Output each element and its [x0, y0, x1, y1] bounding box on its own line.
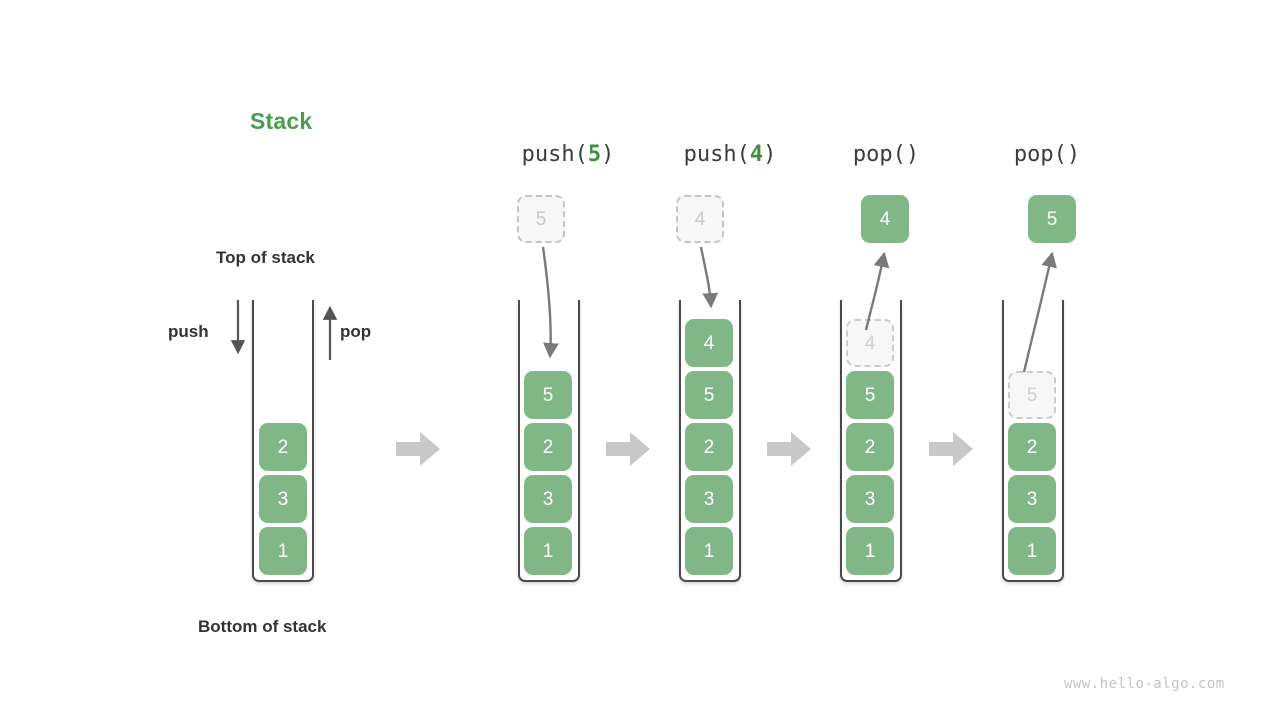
push-4-motion-arrow-icon — [699, 246, 719, 309]
top-of-stack-label: Top of stack — [216, 248, 315, 267]
operation-header-pop-2: pop() — [967, 142, 1127, 167]
stack-cell: 5 — [685, 371, 733, 419]
operation-header-push-5: push(5) — [488, 142, 648, 167]
stack-cell: 5 — [846, 371, 894, 419]
operation-name: pop( — [1013, 142, 1067, 167]
popped-element-4: 4 — [861, 195, 909, 243]
stack-cell: 3 — [685, 475, 733, 523]
operation-header-push-4: push(4) — [650, 142, 810, 167]
bottom-of-stack-label: Bottom of stack — [198, 617, 327, 636]
operation-name: push( — [683, 142, 750, 167]
stack-container-push-5 — [518, 300, 580, 582]
stack-cell: 4 — [685, 319, 733, 367]
stack-cell: 2 — [259, 423, 307, 471]
pop-label: pop — [340, 322, 372, 341]
operation-close-paren: ) — [601, 142, 615, 167]
operation-header-pop-1: pop() — [806, 142, 966, 167]
operation-close-paren: ) — [763, 142, 777, 167]
stack-container-push-4 — [679, 300, 741, 582]
stack-cell: 3 — [846, 475, 894, 523]
stack-container-pop-1 — [840, 300, 902, 582]
flow-arrow-icon — [767, 432, 811, 466]
stack-cell: 3 — [524, 475, 572, 523]
stack-cell: 3 — [1008, 475, 1056, 523]
incoming-element-5: 5 — [517, 195, 565, 243]
stack-cell: 1 — [685, 527, 733, 575]
watermark: www.hello-algo.com — [1064, 676, 1225, 692]
flow-arrow-icon — [929, 432, 973, 466]
stack-cell: 2 — [685, 423, 733, 471]
push-label: push — [168, 322, 209, 341]
stack-cell-removed: 5 — [1008, 371, 1056, 419]
stack-cell: 2 — [524, 423, 572, 471]
stack-cell: 3 — [259, 475, 307, 523]
stack-cell: 1 — [259, 527, 307, 575]
stack-cell: 5 — [524, 371, 572, 419]
page-title: Stack — [250, 108, 313, 134]
stack-container-pop-2 — [1002, 300, 1064, 582]
stack-container-initial — [252, 300, 314, 582]
flow-arrow-icon — [606, 432, 650, 466]
stack-cell: 1 — [846, 527, 894, 575]
operation-close-paren: ) — [1066, 142, 1081, 167]
operation-argument: 4 — [749, 142, 764, 167]
flow-arrow-icon — [396, 432, 440, 466]
stack-cell: 1 — [524, 527, 572, 575]
operation-close-paren: ) — [905, 142, 920, 167]
operation-name: push( — [521, 142, 588, 167]
popped-element-5: 5 — [1028, 195, 1076, 243]
incoming-element-4: 4 — [676, 195, 724, 243]
stack-cell: 2 — [846, 423, 894, 471]
operation-name: pop( — [852, 142, 906, 167]
stack-cell: 1 — [1008, 527, 1056, 575]
stack-cell: 2 — [1008, 423, 1056, 471]
operation-argument: 5 — [587, 142, 602, 167]
stack-cell-removed: 4 — [846, 319, 894, 367]
